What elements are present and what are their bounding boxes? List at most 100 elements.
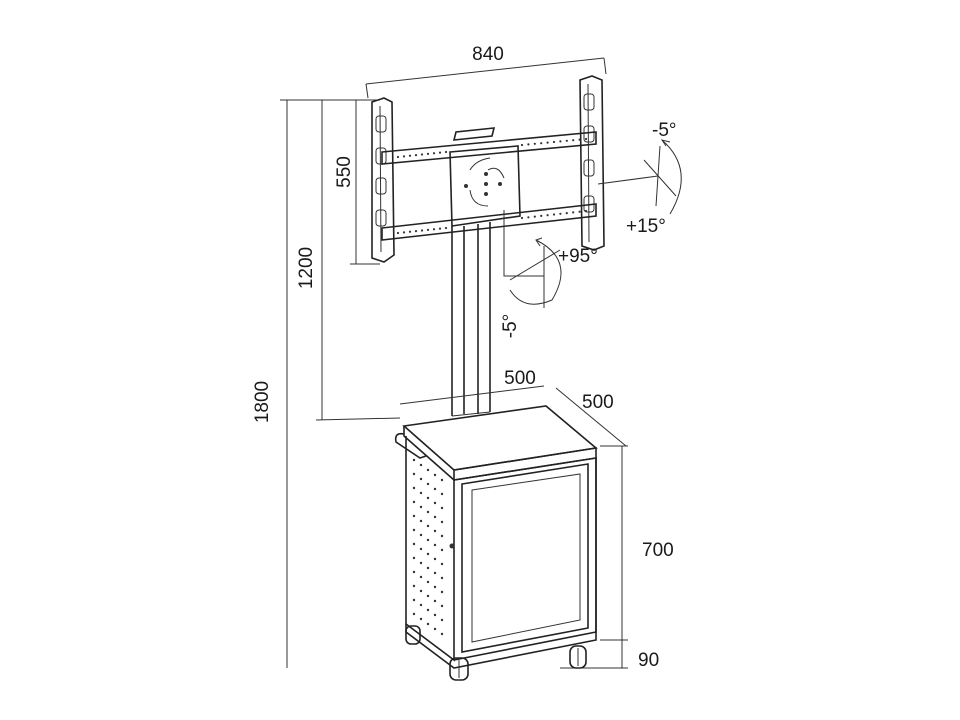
side-vent-hole	[419, 603, 423, 607]
left-vesa-bracket	[371, 97, 395, 263]
rail-hole	[426, 228, 430, 231]
side-vent-hole	[419, 533, 423, 537]
rail-hole	[520, 216, 524, 220]
side-vent-hole	[426, 622, 430, 626]
side-vent-hole	[440, 548, 444, 552]
rail-hole	[533, 142, 536, 145]
side-vent-hole	[440, 604, 444, 608]
rail-hole	[414, 154, 418, 157]
side-vent-hole	[433, 529, 437, 533]
casters	[405, 625, 587, 681]
side-vent-hole	[440, 618, 444, 622]
side-vent-hole	[440, 576, 444, 580]
side-vent-hole	[419, 561, 423, 565]
side-vent-hole	[433, 627, 437, 631]
side-vent-hole	[419, 463, 423, 467]
rail-hole	[540, 214, 543, 217]
rail-hole	[546, 214, 549, 217]
rail-hole	[527, 143, 530, 146]
tilt-down-label: +15°	[626, 216, 666, 237]
rail-hole	[578, 210, 581, 213]
side-vent-hole	[412, 514, 416, 518]
rail-hole	[396, 231, 400, 235]
side-vent-hole	[433, 571, 437, 575]
side-vent-hole	[433, 487, 437, 491]
side-vent-hole	[426, 608, 430, 612]
rail-hole	[402, 155, 406, 158]
side-vent-hole	[440, 478, 444, 482]
side-vent-hole	[440, 520, 444, 524]
total-height-label: 1800	[252, 381, 273, 423]
rail-hole	[527, 216, 530, 219]
swivel-plus-label: +95°	[558, 246, 598, 267]
side-vent-hole	[412, 500, 416, 504]
side-vent-hole	[419, 617, 423, 621]
side-vent-hole	[412, 528, 416, 532]
side-vent-hole	[426, 468, 430, 472]
rail-hole	[552, 213, 556, 216]
tilt-angle-indicator: -5° +15°	[597, 120, 682, 237]
side-vent-hole	[412, 584, 416, 588]
dimension-screen-width: 840	[365, 44, 607, 99]
rail-hole	[420, 229, 424, 232]
rail-hole	[533, 215, 536, 218]
side-vent-hole	[419, 505, 423, 509]
rail-hole	[426, 152, 430, 155]
rail-hole	[438, 151, 442, 154]
side-vent-hole	[433, 585, 437, 589]
rail-hole	[408, 154, 412, 157]
side-vent-hole	[419, 491, 423, 495]
side-vent-hole	[440, 492, 444, 496]
rail-hole	[559, 140, 562, 143]
side-vent-hole	[426, 496, 430, 500]
side-vent-hole	[433, 473, 437, 477]
side-vent-hole	[426, 482, 430, 486]
side-vent-hole	[412, 612, 416, 616]
horizontal-mount-rails	[381, 131, 597, 241]
side-vent-hole	[440, 506, 444, 510]
tilt-up-label: -5°	[652, 120, 677, 141]
side-vent-hole	[412, 542, 416, 546]
dimension-screen-height: 550	[316, 99, 380, 265]
cabinet-depth-label: 500	[582, 392, 614, 413]
rail-hole	[408, 230, 412, 233]
side-vent-hole	[440, 562, 444, 566]
rail-hole	[584, 209, 588, 213]
side-vent-hole	[440, 590, 444, 594]
side-vent-hole	[433, 515, 437, 519]
screen-width-label: 840	[472, 44, 504, 65]
side-vent-hole	[412, 472, 416, 476]
rail-hole	[572, 139, 575, 142]
side-vent-hole	[433, 599, 437, 603]
vertical-pole	[451, 222, 491, 417]
side-vent-hole	[426, 552, 430, 556]
rail-hole	[432, 152, 436, 155]
rail-hole	[444, 226, 448, 230]
caster-height-label: 90	[638, 650, 659, 671]
side-vent-hole	[433, 557, 437, 561]
side-vent-hole	[419, 589, 423, 593]
rail-hole	[438, 227, 442, 230]
dimension-cabinet-depth: 500	[555, 387, 627, 447]
side-vent-hole	[412, 598, 416, 602]
rail-hole	[402, 231, 406, 234]
side-vent-hole	[426, 566, 430, 570]
side-vent-hole	[412, 570, 416, 574]
side-vent-hole	[419, 519, 423, 523]
rail-hole	[565, 212, 568, 215]
side-vent-hole	[412, 486, 416, 490]
side-vent-hole	[419, 575, 423, 579]
rail-hole	[414, 230, 418, 233]
cabinet-width-label: 500	[504, 368, 536, 389]
rail-hole	[420, 153, 424, 156]
screen-height-label: 550	[334, 156, 355, 188]
side-vent-hole	[426, 580, 430, 584]
rail-hole	[546, 141, 549, 144]
rail-hole	[396, 155, 400, 159]
mount-height-label: 1200	[296, 247, 317, 289]
rail-hole	[572, 211, 575, 214]
side-vent-hole	[412, 556, 416, 560]
rail-hole	[520, 143, 524, 147]
cabinet-height-label: 700	[642, 540, 674, 561]
